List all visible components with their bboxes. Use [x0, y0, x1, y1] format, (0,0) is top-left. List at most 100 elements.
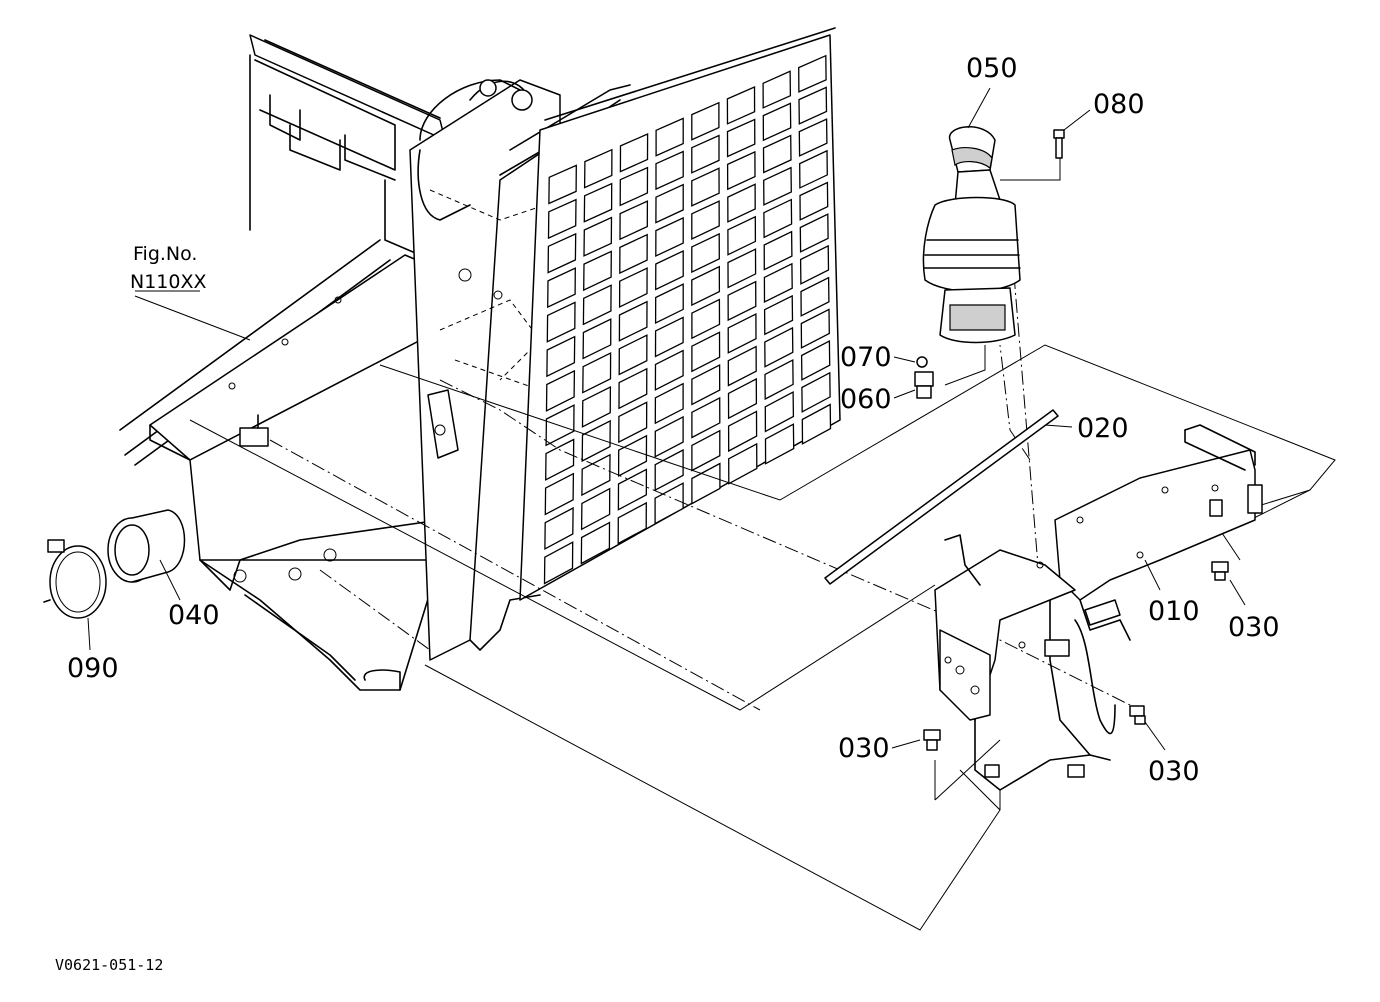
part-label-080: 080 [1093, 89, 1145, 120]
mesh-cell [545, 369, 576, 412]
fasteners [914, 129, 1229, 751]
mesh-cell [762, 70, 792, 109]
part-label-040: 040 [168, 600, 220, 631]
part-label-030-bottom-left: 030 [838, 733, 890, 764]
mesh-cell [654, 448, 684, 492]
part-label-010: 010 [1148, 596, 1200, 627]
mesh-cell [544, 506, 574, 550]
mesh-cell [726, 118, 756, 158]
mesh-cell [654, 382, 684, 425]
mesh-cell [581, 419, 611, 463]
mesh-cell [617, 434, 648, 477]
mesh-cell [619, 133, 649, 173]
mesh-cell [547, 232, 577, 274]
mesh-cell [764, 423, 795, 465]
mesh-cell [691, 429, 721, 472]
joystick-050 [922, 126, 1021, 344]
mesh-cell [691, 265, 721, 307]
mesh-cell [763, 166, 792, 206]
mesh-cell [582, 318, 612, 360]
mesh-cell [655, 183, 684, 224]
mesh-cell [764, 391, 795, 433]
bracket-plate-010 [1054, 424, 1263, 641]
mesh-cell [547, 267, 576, 309]
mesh-cell [655, 249, 684, 291]
drawing-code: V0621-051-12 [55, 956, 163, 974]
mesh-cell [580, 487, 611, 531]
hose-040 [107, 509, 186, 583]
mesh-cell [691, 396, 721, 439]
mesh-cell [546, 335, 576, 378]
mesh-cell [691, 200, 720, 241]
mesh-cell [763, 230, 793, 271]
mesh-cell [799, 213, 829, 253]
mesh-cell [581, 453, 611, 497]
mesh-cell [691, 101, 720, 141]
mesh-cell [691, 331, 721, 373]
mesh-cell [801, 371, 831, 413]
mesh-cell [798, 86, 828, 125]
mesh-cell [763, 198, 793, 239]
hose-clamp-090 [43, 539, 107, 619]
figure-ref-line1: Fig.No. [133, 243, 197, 265]
mesh-cell [763, 294, 794, 336]
mesh-cell [543, 541, 574, 585]
mesh-cell [764, 326, 794, 368]
mesh-cell [798, 118, 828, 157]
mesh-cell [654, 482, 684, 525]
mesh-cell [583, 216, 613, 257]
part-label-030-bottom-right: 030 [1148, 756, 1200, 787]
mesh-cell [691, 134, 720, 174]
joystick-mount-bracket [934, 534, 1116, 791]
mesh-cell [580, 521, 611, 565]
mesh-cell [727, 377, 758, 420]
mesh-cell [691, 462, 721, 505]
mesh-cell [655, 150, 684, 191]
mesh-cell [762, 134, 792, 174]
mesh-cell [727, 248, 757, 289]
mesh-cell [728, 442, 758, 485]
mesh-cell [618, 401, 648, 444]
part-label-050: 050 [966, 53, 1018, 84]
part-label-020: 020 [1077, 413, 1129, 444]
mesh-cell [762, 102, 792, 142]
mesh-cell [583, 182, 613, 223]
mesh-cell [691, 298, 721, 340]
mesh-cell [618, 334, 648, 376]
mesh-cell [727, 280, 757, 322]
mesh-cell [726, 150, 756, 191]
mesh-cell [654, 316, 684, 358]
mesh-cell [763, 262, 793, 304]
mesh-cell [727, 313, 757, 354]
part-label-030-right: 030 [1228, 612, 1280, 643]
mesh-cell [691, 232, 720, 274]
mesh-cell [619, 200, 649, 241]
mesh-cell [764, 358, 794, 401]
mesh-cell [654, 349, 684, 391]
mesh-cell [655, 117, 684, 157]
mesh-cell [582, 284, 612, 326]
mesh-cell [617, 501, 647, 545]
mesh-cell [798, 54, 827, 93]
mesh-cell [619, 166, 649, 207]
mesh-cell [617, 468, 648, 511]
mesh-cell [801, 403, 832, 445]
mesh-cell [548, 164, 577, 205]
mesh-cell [800, 308, 830, 349]
mesh-cell [727, 410, 758, 453]
assembly-lines [189, 150, 1336, 931]
mesh-cell [582, 352, 612, 394]
mesh-cell [727, 215, 757, 256]
mesh-cell [619, 233, 648, 275]
mesh-cell [581, 385, 612, 428]
mesh-cell [799, 149, 828, 189]
mesh-cell [727, 345, 757, 387]
mesh-cell [583, 148, 613, 189]
mesh-cell [799, 181, 829, 221]
labels: Fig.No. N110XX 010 020 030 030 030 040 0… [55, 53, 1280, 974]
mesh-cell [547, 198, 577, 240]
mesh-cell [545, 438, 575, 481]
leader-lines [87, 87, 1246, 751]
mesh-cell [691, 167, 720, 207]
